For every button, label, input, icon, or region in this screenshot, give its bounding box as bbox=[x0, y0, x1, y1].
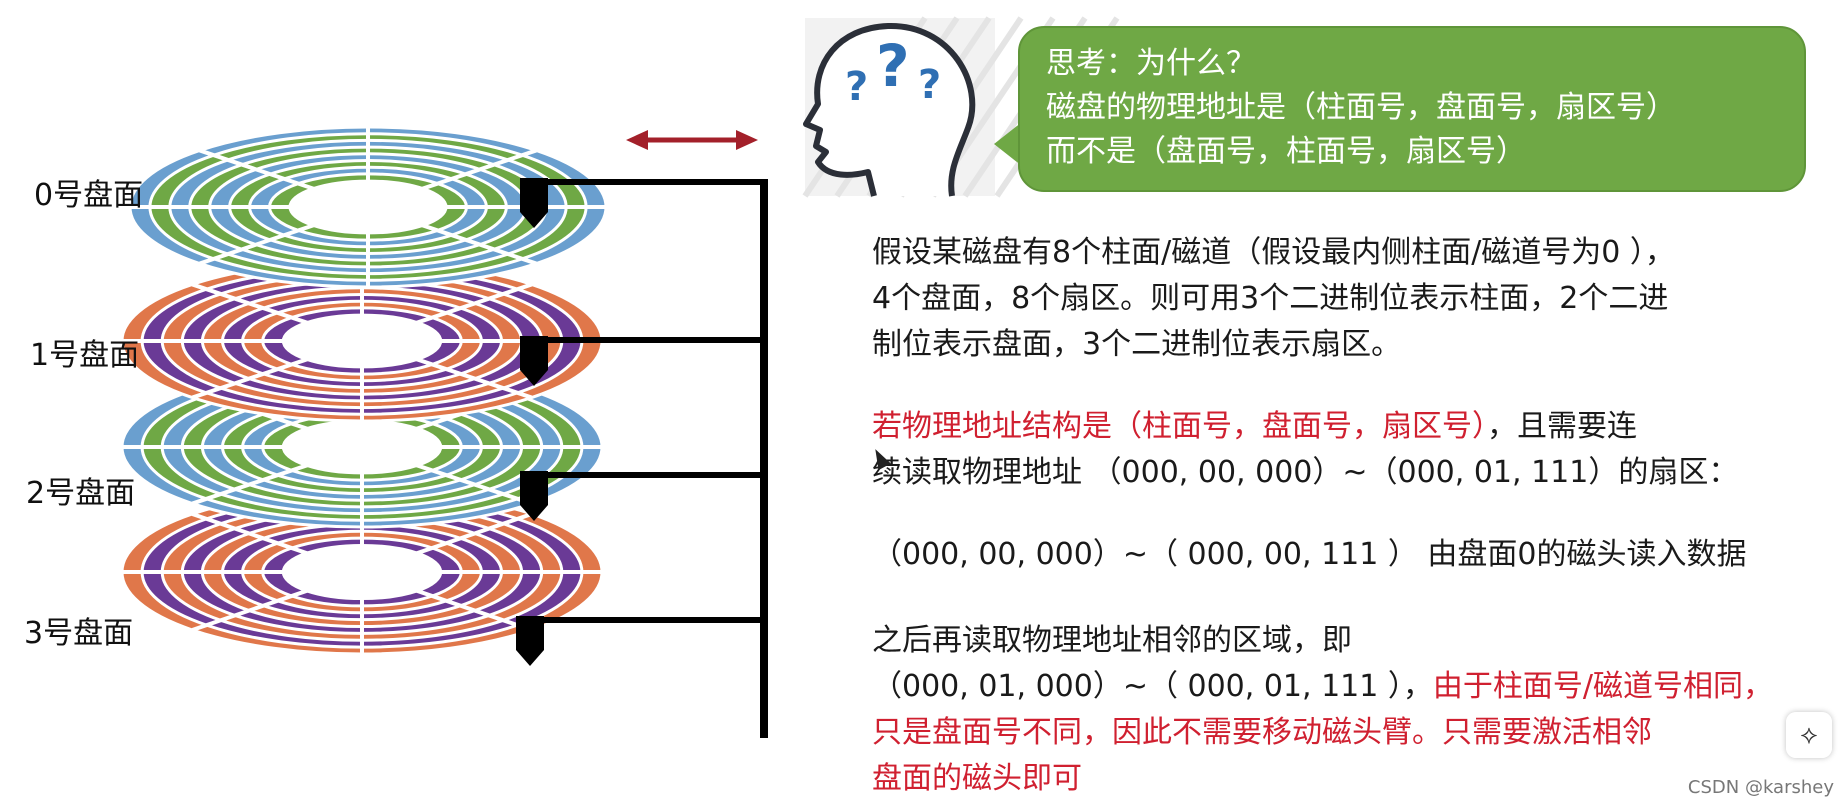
head-tip bbox=[520, 370, 548, 386]
assumption-line-3: 制位表示盘面，3个二进制位表示扇区。 bbox=[872, 327, 1402, 362]
platter-stack bbox=[120, 125, 608, 656]
step-2-line-2: （000, 01, 000）~（ 000, 01, 111 ），由于柱面号/磁道… bbox=[872, 664, 1773, 710]
head-outline bbox=[803, 22, 976, 197]
read-head-0 bbox=[520, 178, 768, 228]
step-2-address-range: （000, 01, 000）~（ 000, 01, 111 ）， bbox=[872, 669, 1433, 704]
step-2-line-3: 只是盘面号不同，因此不需要移动磁头臂。只需要激活相邻 bbox=[872, 715, 1652, 750]
head-tip bbox=[516, 650, 544, 666]
condition-paragraph: 若物理地址结构是（柱面号，盘面号，扇区号），且需要连 续读取物理地址 （000,… bbox=[872, 404, 1738, 496]
head-tip bbox=[520, 212, 548, 228]
step-1-paragraph: （000, 00, 000）~（ 000, 00, 111 ） 由盘面0的磁头读… bbox=[872, 532, 1747, 578]
condition-line-1: 若物理地址结构是（柱面号，盘面号，扇区号），且需要连 bbox=[872, 404, 1738, 450]
platter-0 bbox=[128, 125, 608, 289]
arrow-left-head bbox=[626, 130, 648, 150]
speech-bubble-tail bbox=[994, 122, 1022, 166]
spindle-hole bbox=[281, 313, 443, 369]
head-body bbox=[520, 178, 548, 212]
step-2-paragraph: 之后再读取物理地址相邻的区域，即 （000, 01, 000）~（ 000, 0… bbox=[872, 618, 1773, 802]
question-mark-1: ? bbox=[876, 32, 910, 100]
assumption-line-1: 假设某磁盘有8个柱面/磁道（假设最内侧柱面/磁道号为0 ）， bbox=[872, 235, 1675, 270]
bubble-line-3: 而不是（盘面号，柱面号，扇区号） bbox=[1046, 134, 1526, 169]
scroll-button[interactable]: ⟡ bbox=[1786, 712, 1832, 758]
head-body bbox=[516, 616, 544, 650]
double-arrow-icon bbox=[626, 130, 758, 150]
head-arm-assembly bbox=[516, 178, 768, 738]
platter-1 bbox=[120, 259, 604, 423]
disk-label-0: 0号盘面 bbox=[34, 178, 144, 213]
arrow-right-head bbox=[736, 130, 758, 150]
question-mark-0: ? bbox=[845, 64, 868, 110]
question-mark-2: ? bbox=[918, 62, 941, 108]
head-body bbox=[520, 471, 548, 505]
bubble-line-2: 磁盘的物理地址是（柱面号，盘面号，扇区号） bbox=[1046, 90, 1676, 125]
spindle-hole bbox=[281, 419, 443, 475]
speech-bubble: 思考：为什么？ 磁盘的物理地址是（柱面号，盘面号，扇区号） 而不是（盘面号，柱面… bbox=[1018, 26, 1806, 192]
condition-tail-text: ，且需要连 bbox=[1487, 409, 1637, 444]
step-2-line-4: 盘面的磁头即可 bbox=[872, 761, 1082, 796]
step-2-red-reason: 由于柱面号/磁道号相同， bbox=[1432, 669, 1773, 704]
head-body bbox=[520, 336, 548, 370]
platter-3 bbox=[120, 488, 604, 656]
read-head-1 bbox=[520, 336, 768, 386]
step-1-line: （000, 00, 000）~（ 000, 00, 111 ） 由盘面0的磁头读… bbox=[872, 537, 1747, 572]
condition-red-text: 若物理地址结构是（柱面号，盘面号，扇区号） bbox=[872, 409, 1487, 444]
bubble-line-1: 思考：为什么？ bbox=[1046, 46, 1256, 81]
step-2-line-1: 之后再读取物理地址相邻的区域，即 bbox=[872, 623, 1352, 658]
thinking-head-icon: ??? bbox=[802, 16, 1120, 198]
watermark: CSDN @karshey bbox=[1687, 777, 1834, 798]
spindle-hole bbox=[281, 543, 443, 601]
read-head-2 bbox=[520, 471, 768, 521]
assumption-paragraph: 假设某磁盘有8个柱面/磁道（假设最内侧柱面/磁道号为0 ）， 4个盘面，8个扇区… bbox=[872, 230, 1675, 368]
disk-label-1: 1号盘面 bbox=[30, 338, 140, 373]
disk-label-3: 3号盘面 bbox=[24, 616, 134, 651]
spindle-hole bbox=[288, 179, 448, 235]
head-tip bbox=[520, 505, 548, 521]
read-head-3 bbox=[516, 616, 768, 666]
disk-label-2: 2号盘面 bbox=[26, 476, 136, 511]
condition-line-2: 续读取物理地址 （000, 00, 000）~（000, 01, 111）的扇区… bbox=[872, 455, 1739, 490]
assumption-line-2: 4个盘面，8个扇区。则可用3个二进制位表示柱面，2个二进 bbox=[872, 281, 1669, 316]
